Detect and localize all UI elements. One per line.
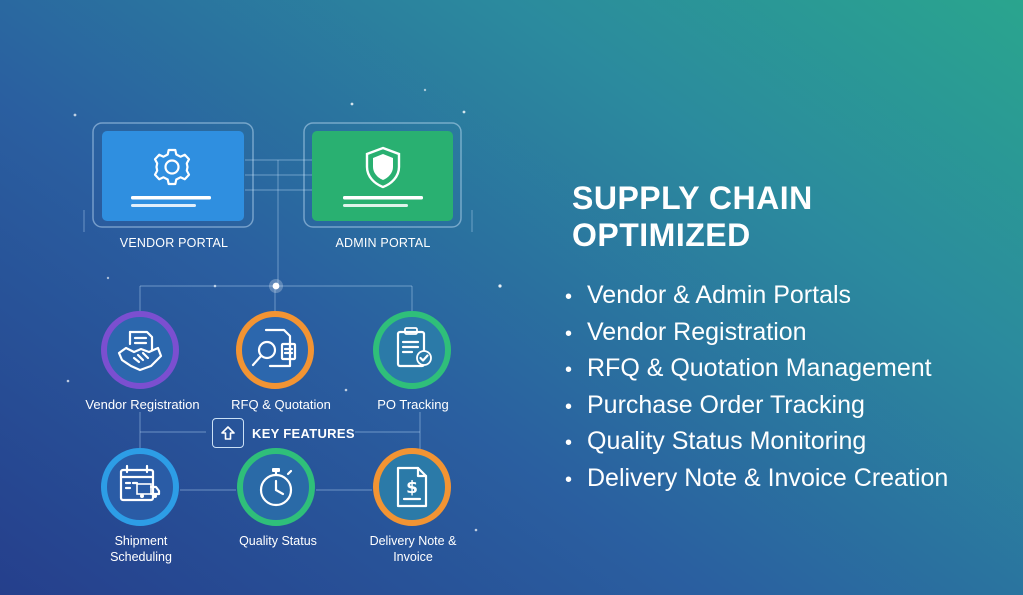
- list-item: •Vendor & Admin Portals: [565, 281, 852, 309]
- page-title: SUPPLY CHAIN OPTIMIZED: [572, 180, 813, 253]
- key-features-label: KEY FEATURES: [252, 425, 355, 441]
- sparkle-dots: [66, 88, 502, 532]
- list-item: •Delivery Note & Invoice Creation: [565, 463, 949, 492]
- handshake-document-icon: [117, 330, 163, 372]
- shield-icon: [365, 146, 401, 189]
- connector-lines: [83, 159, 473, 491]
- magnifier-document-icon: [251, 328, 297, 368]
- feature-circle-po-tracking: [373, 311, 451, 389]
- quality-status-label: Quality Status: [239, 534, 317, 548]
- feature-circle-shipment-scheduling: [101, 448, 179, 526]
- feature-circle-vendor-registration: [101, 311, 179, 389]
- clipboard-check-icon: [396, 327, 432, 368]
- delivery-invoice-label: Delivery Note & Invoice: [369, 534, 457, 564]
- gear-icon: [153, 148, 191, 186]
- vendor-registration-label: Vendor Registration: [85, 397, 200, 412]
- list-item: •Quality Status Monitoring: [565, 427, 867, 455]
- vendor-portal-card: [92, 122, 254, 228]
- list-item: •Purchase Order Tracking: [565, 390, 865, 419]
- admin-portal-label: ADMIN PORTAL: [335, 236, 431, 250]
- invoice-dollar-icon: $: [396, 466, 428, 508]
- feature-circle-delivery-invoice: $: [373, 448, 451, 526]
- calendar-truck-icon: [119, 464, 161, 502]
- po-tracking-label: PO Tracking: [377, 397, 449, 412]
- list-item: •Vendor Registration: [565, 317, 807, 346]
- list-item: •RFQ & Quotation Management: [565, 354, 932, 382]
- shipment-scheduling-label: Shipment Scheduling: [110, 534, 172, 564]
- key-features-heading: KEY FEATURES: [212, 418, 355, 448]
- stopwatch-icon: [259, 468, 293, 507]
- upload-arrow-icon: [212, 418, 244, 448]
- vendor-portal-label: VENDOR PORTAL: [119, 236, 229, 250]
- feature-bullet-list: •Vendor & Admin Portals •Vendor Registra…: [565, 278, 948, 497]
- feature-circle-quality-status: [237, 448, 315, 526]
- feature-circle-rfq-quotation: [236, 311, 314, 389]
- admin-portal-card: [303, 122, 462, 228]
- svg-text:$: $: [406, 478, 418, 498]
- rfq-quotation-label: RFQ & Quotation: [231, 397, 331, 412]
